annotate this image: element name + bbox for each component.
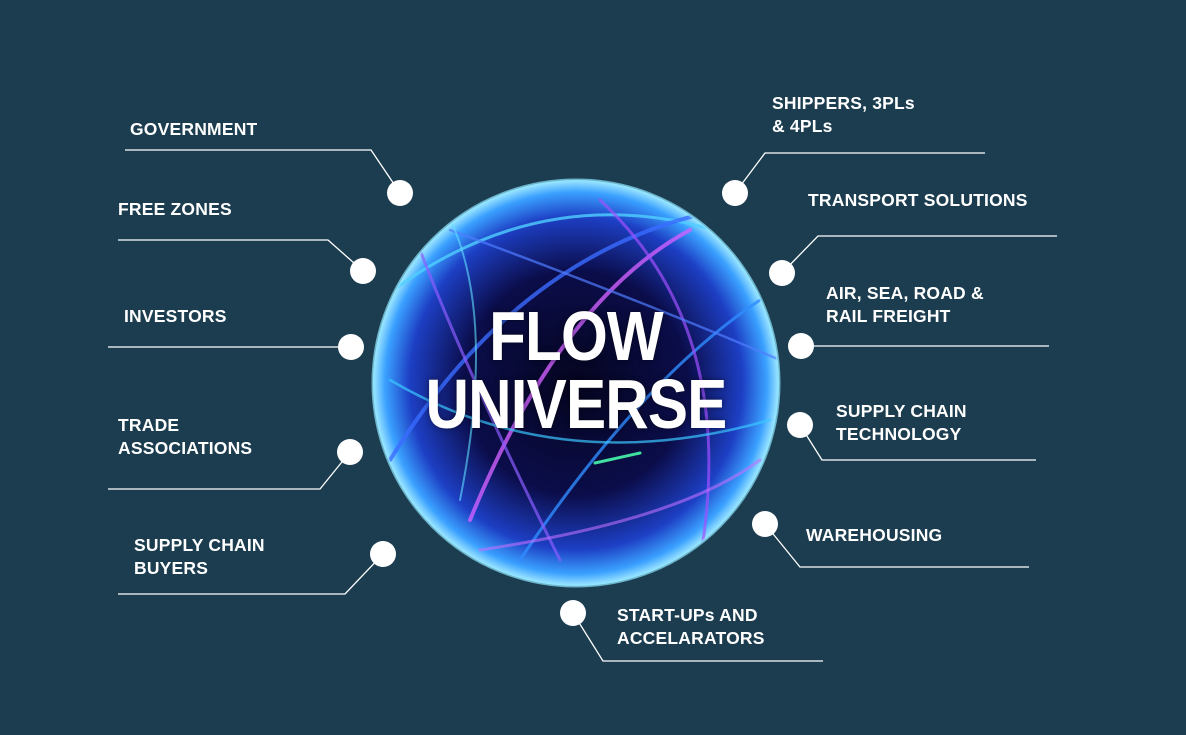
label-line: SUPPLY CHAIN: [134, 535, 265, 555]
label-transport-solutions: TRANSPORT SOLUTIONS: [808, 189, 1028, 212]
node-dot: [338, 334, 364, 360]
label-line: & 4PLs: [772, 116, 833, 136]
node-dot: [560, 600, 586, 626]
label-line: START-UPs AND: [617, 605, 758, 625]
label-supply-chain-technology: SUPPLY CHAIN TECHNOLOGY: [836, 400, 967, 446]
flow-universe-sphere: [371, 178, 781, 588]
node-dot: [769, 260, 795, 286]
label-free-zones: FREE ZONES: [118, 198, 232, 221]
node-dot: [752, 511, 778, 537]
label-line: SHIPPERS, 3PLs: [772, 93, 915, 113]
label-line: AIR, SEA, ROAD &: [826, 283, 984, 303]
connector-transport: [781, 235, 1057, 274]
connector-sc-technology: [799, 424, 1036, 461]
center-title-line1: FLOW: [489, 297, 664, 375]
connector-government: [125, 149, 401, 194]
label-government: GOVERNMENT: [130, 118, 257, 141]
label-line: TRANSPORT SOLUTIONS: [808, 190, 1028, 210]
label-investors: INVESTORS: [124, 305, 227, 328]
label-line: BUYERS: [134, 558, 209, 578]
node-dot: [788, 333, 814, 359]
label-line: TECHNOLOGY: [836, 424, 962, 444]
node-dot: [337, 439, 363, 465]
label-line: WAREHOUSING: [806, 525, 943, 545]
connector-shippers: [734, 152, 985, 194]
center-title: FLOW UNIVERSE: [404, 297, 748, 443]
label-freight: AIR, SEA, ROAD & RAIL FREIGHT: [826, 282, 984, 328]
label-supply-chain-buyers: SUPPLY CHAIN BUYERS: [134, 534, 265, 580]
connector-free-zones: [118, 239, 364, 272]
connector-startups: [572, 612, 823, 662]
label-startups: START-UPs AND ACCELARATORS: [617, 604, 765, 650]
label-line: SUPPLY CHAIN: [836, 401, 967, 421]
label-warehousing: WAREHOUSING: [806, 524, 942, 547]
label-shippers: SHIPPERS, 3PLs & 4PLs: [772, 92, 915, 138]
connectors: [108, 149, 1057, 662]
node-dot: [350, 258, 376, 284]
node-dot: [787, 412, 813, 438]
label-line: ASSOCIATIONS: [118, 438, 253, 458]
center-title-line2: UNIVERSE: [425, 365, 728, 443]
node-dot: [387, 180, 413, 206]
label-line: ACCELARATORS: [617, 628, 765, 648]
label-trade-associations: TRADE ASSOCIATIONS: [118, 414, 252, 460]
label-line: RAIL FREIGHT: [826, 306, 951, 326]
label-line: FREE ZONES: [118, 199, 232, 219]
connector-supply-chain-buyers: [118, 553, 384, 595]
label-line: INVESTORS: [124, 306, 227, 326]
node-dot: [722, 180, 748, 206]
connector-trade-associations: [108, 451, 351, 490]
node-dot: [370, 541, 396, 567]
label-line: TRADE: [118, 415, 180, 435]
connector-warehousing: [764, 523, 1029, 568]
node-dots: [337, 180, 814, 626]
label-line: GOVERNMENT: [130, 119, 258, 139]
